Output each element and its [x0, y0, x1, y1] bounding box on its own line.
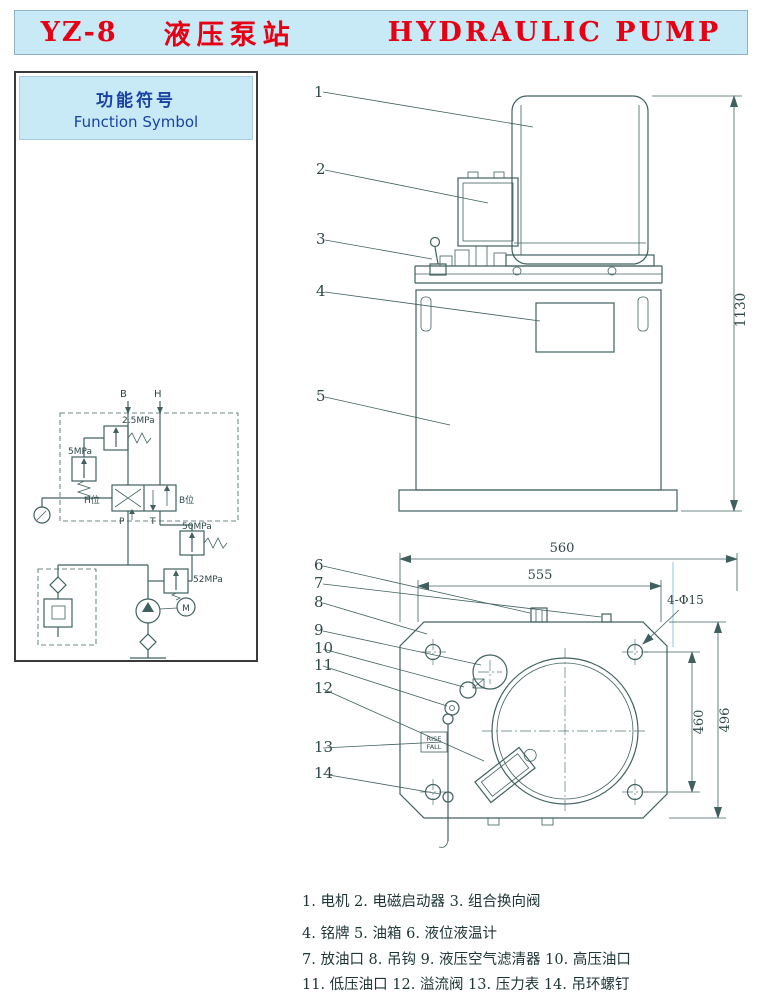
relief-valve-2_5mpa: 2.5MPa	[83, 416, 155, 457]
relief-valve-50mpa: 50MPa	[179, 522, 228, 582]
callout-9: 9	[314, 621, 324, 639]
valve-hand-lever	[429, 236, 447, 276]
tank-top-outline	[399, 621, 668, 826]
width-dimensions: 560 555	[399, 541, 738, 647]
dim-560-label: 560	[550, 541, 575, 556]
dim-555-label: 555	[528, 568, 553, 583]
lifting-hook-icon	[420, 296, 432, 332]
high-pressure-port-icon	[459, 681, 477, 699]
front-view-drawing: 1130 1 2 3 4 5	[314, 83, 749, 512]
height-dimension: 1130	[652, 95, 749, 512]
port-p-label: P	[119, 517, 125, 527]
air-filter-and-ports	[444, 654, 508, 716]
base-plate	[398, 489, 678, 512]
hydraulic-schematic: B H 2.5MPa	[33, 389, 239, 659]
port-t-label: T	[149, 517, 156, 527]
top-view-drawing: 560 555 4-Φ15	[314, 541, 738, 848]
suction-filter-icon	[139, 633, 157, 651]
nameplate	[535, 302, 615, 353]
callout-13: 13	[314, 738, 333, 756]
parts-list-line-1: 1. 电机 2. 电磁启动器 3. 组合换向阀	[302, 894, 541, 910]
tank-opening-circle	[482, 648, 648, 814]
directional-valve-symbol: H位 B位 P T	[84, 484, 194, 527]
callout-12: 12	[314, 679, 333, 697]
function-symbol-panel: 功能符号 Function Symbol B H 2.5MPa	[14, 71, 258, 662]
gauge-fall-label: FALL	[427, 743, 442, 751]
pressure-gauge-symbol	[33, 497, 112, 524]
relief-valve-5mpa: 5MPa	[68, 447, 97, 499]
valve-pos-b-label: B位	[179, 494, 194, 506]
level-gauge: RISE FALL	[420, 713, 454, 848]
callout-5: 5	[316, 387, 326, 405]
dim-1130-label: 1130	[733, 293, 749, 327]
holes-callout: 4-Φ15	[642, 593, 704, 645]
motor-body	[505, 95, 655, 267]
callout-2: 2	[316, 160, 326, 178]
motor-letter-label: M	[182, 604, 190, 614]
front-view-callouts: 1 2 3 4 5	[314, 83, 541, 426]
function-symbol-header: 功能符号 Function Symbol	[19, 76, 253, 140]
port-h-label: H	[154, 389, 162, 400]
schematic-boundary	[59, 412, 239, 522]
dim-496-label: 496	[718, 708, 733, 733]
port-b-label: B	[120, 389, 127, 400]
relief-1-pressure-label: 2.5MPa	[122, 416, 155, 426]
title-chinese: 液压泵站	[163, 20, 296, 51]
parts-list-line-4: 11. 低压油口 12. 溢流阀 13. 压力表 14. 吊环螺钉	[302, 977, 630, 993]
relief-4-pressure-label: 52MPa	[193, 575, 223, 585]
title-english: HYDRAULIC PUMP	[387, 17, 722, 48]
holes-label: 4-Φ15	[667, 593, 704, 607]
callout-7: 7	[314, 574, 324, 592]
callout-6: 6	[314, 556, 324, 574]
dim-460-label: 460	[692, 710, 707, 735]
schematic-piping	[58, 511, 193, 599]
parts-list-line-2: 4. 铭牌 5. 油箱 6. 液位液温计	[302, 926, 498, 942]
function-symbol-label-cn: 功能符号	[96, 90, 176, 111]
oil-tank	[398, 289, 678, 512]
callout-8: 8	[314, 593, 324, 611]
eye-bolt-icon	[512, 266, 522, 276]
pump-motor-symbol: M	[130, 597, 196, 659]
depth-dimensions: 460 496	[644, 621, 733, 819]
valve-pos-h-label: H位	[84, 494, 100, 506]
relief-2-pressure-label: 5MPa	[68, 447, 92, 457]
air-filter-icon	[472, 654, 508, 690]
filter-assembly-symbol	[37, 565, 97, 646]
callout-14: 14	[314, 764, 333, 782]
mounting-holes	[420, 639, 648, 805]
callout-4: 4	[316, 282, 326, 300]
relief-valve-block	[474, 746, 537, 804]
low-pressure-port-icon	[444, 700, 460, 716]
callout-10: 10	[314, 639, 333, 657]
callout-3: 3	[316, 230, 326, 248]
schematic-ports: B H	[120, 389, 163, 485]
callout-1: 1	[314, 83, 324, 101]
relief-valve-52mpa: 52MPa	[148, 568, 223, 601]
function-symbol-label-en: Function Symbol	[73, 112, 199, 131]
relief-3-pressure-label: 50MPa	[182, 522, 212, 532]
top-view-callouts: 6 7 8 9 10 11 12 13 14	[314, 556, 602, 795]
lifting-hook-icon	[637, 296, 649, 332]
callout-11: 11	[314, 656, 333, 674]
parts-list-line-3: 7. 放油口 8. 吊钩 9. 液压空气滤清器 10. 高压油口	[302, 952, 631, 968]
magnetic-starter-box	[457, 171, 519, 247]
eye-bolt-icon	[607, 266, 617, 276]
tank-top-plate	[414, 245, 663, 284]
model-title: YZ-8	[40, 17, 118, 48]
title-banner: YZ-8 液压泵站 HYDRAULIC PUMP	[14, 10, 748, 55]
filter-icon	[49, 576, 67, 594]
top-edge-fittings	[530, 607, 612, 623]
